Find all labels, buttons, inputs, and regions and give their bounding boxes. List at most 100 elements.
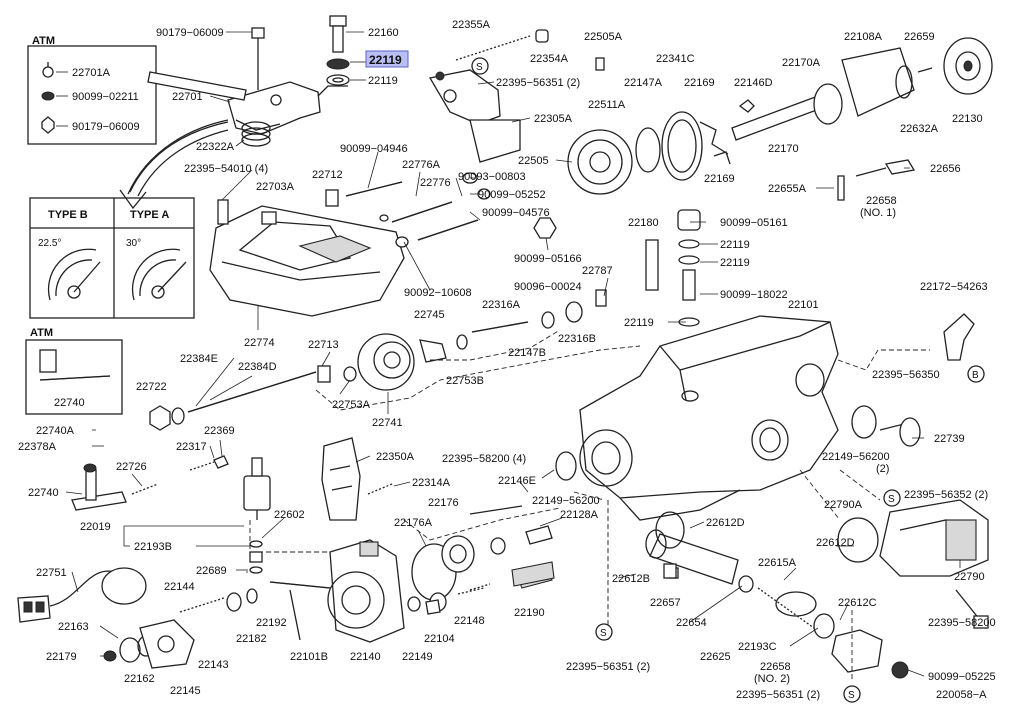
part-label[interactable]: 22713 [308,339,339,351]
part-label[interactable]: 90099−05252 [478,189,546,201]
part-label[interactable]: 22774 [244,337,275,349]
part-label[interactable]: 22369 [204,425,235,437]
part-label[interactable]: 22658 [760,661,791,673]
part-label[interactable]: 22341C [656,53,695,65]
part-label[interactable]: 22149−56200 [822,451,890,463]
part-label[interactable]: 22751 [36,567,67,579]
part-label[interactable]: 22632A [900,123,939,135]
part-label[interactable]: 90096−00024 [514,281,582,293]
part-label[interactable]: 22776A [402,159,441,171]
part-label[interactable]: 22160 [368,27,399,39]
part-label[interactable]: 22790 [954,571,985,583]
part-label[interactable]: 22322A [196,141,235,153]
part-label-highlighted[interactable]: 22119 [369,53,402,67]
part-label[interactable]: 22378A [18,441,57,453]
part-label[interactable]: 22163 [58,621,89,633]
part-label[interactable]: 22654 [676,617,707,629]
part-label[interactable]: 22169 [684,77,715,89]
part-label[interactable]: 22316A [482,299,521,311]
part-label[interactable]: 22176 [428,497,459,509]
part-label[interactable]: 22147A [624,77,663,89]
part-label[interactable]: 22179 [46,651,77,663]
part-label[interactable]: 22148 [454,615,485,627]
part-label[interactable]: 22190 [514,607,545,619]
part-label[interactable]: 22615A [758,557,797,569]
part-label[interactable]: 22722 [136,381,167,393]
part-label[interactable]: 22740 [28,487,59,499]
part-label[interactable]: 22511A [588,99,626,111]
part-label[interactable]: 22659 [904,31,935,43]
part-label[interactable]: 22753A [332,399,371,411]
part-label[interactable]: 22701 [172,91,203,103]
part-label[interactable]: 22384D [238,361,277,373]
part-label[interactable]: 22395−54010 (4) [184,163,268,175]
part-label[interactable]: 22612B [612,573,650,585]
part-label[interactable]: 90092−10608 [404,287,472,299]
part-label[interactable]: 22192 [256,617,287,629]
part-label[interactable]: 22146E [498,475,536,487]
part-label[interactable]: 22655A [768,183,807,195]
part-label[interactable]: 22355A [452,19,491,31]
part-label[interactable]: 22170 [768,143,799,155]
part-label[interactable]: 22395−58200 (4) [442,453,526,465]
part-label[interactable]: 22119 [624,317,654,329]
part-label[interactable]: 22146D [734,77,773,89]
part-label[interactable]: 22354A [530,53,569,65]
part-label[interactable]: 90179−06009 [72,121,140,133]
part-label[interactable]: (NO. 2) [754,673,790,685]
part-label[interactable]: 22350A [376,451,415,463]
part-label[interactable]: 22602 [274,509,305,521]
part-label[interactable]: 22395−56351 (2) [566,661,650,673]
part-label[interactable]: 22172−54263 [920,281,988,293]
part-label[interactable]: 22395−56350 [872,369,940,381]
part-label[interactable]: 22739 [934,433,965,445]
part-label[interactable]: (NO. 1) [860,207,896,219]
part-label[interactable]: 22108A [844,31,883,43]
part-label[interactable]: 90099−02211 [72,91,139,103]
part-label[interactable]: 90099−18022 [720,289,788,301]
part-label[interactable]: 22712 [312,169,343,181]
part-label[interactable]: 22701A [72,67,111,79]
part-label[interactable]: 22130 [952,113,983,125]
part-label[interactable]: 22395−58200 [928,617,996,629]
part-label[interactable]: 90099−05161 [720,217,788,229]
part-label[interactable]: 22753B [446,375,484,387]
part-label[interactable]: 22101 [788,299,819,311]
part-label[interactable]: 22180 [628,217,659,229]
part-label[interactable]: 22612C [838,597,877,609]
part-label[interactable]: 22395−56351 (2) [496,77,580,89]
part-label[interactable]: 22740A [36,425,75,437]
part-label[interactable]: 22145 [170,685,201,697]
part-label[interactable]: 22305A [534,113,573,125]
part-label[interactable]: 22176A [394,517,433,529]
part-label[interactable]: 22658 [866,195,897,207]
part-label[interactable]: 22745 [414,309,445,321]
part-label[interactable]: 22612D [816,537,855,549]
part-label[interactable]: 22147B [508,347,546,359]
part-label[interactable]: 22104 [424,633,455,645]
part-label[interactable]: 22657 [650,597,681,609]
part-label[interactable]: 22505 [518,155,549,167]
part-label[interactable]: 22169 [704,173,735,185]
part-label[interactable]: 22128A [560,509,599,521]
part-label[interactable]: 90099−04946 [340,143,408,155]
part-label[interactable]: 22316B [558,333,596,345]
part-label[interactable]: 22395−56351 (2) [736,689,820,701]
part-label[interactable]: 22162 [124,673,155,685]
part-label[interactable]: 22182 [236,633,267,645]
part-label[interactable]: 22143 [198,659,229,671]
part-label[interactable]: 90179−06009 [156,27,224,39]
part-label[interactable]: 22612D [706,517,745,529]
part-label[interactable]: 22149 [402,651,433,663]
part-label[interactable]: 22740 [54,397,85,409]
part-label[interactable]: 22726 [116,461,147,473]
part-label[interactable]: 22149−56200 [532,495,600,507]
part-label[interactable]: (2) [876,463,889,475]
part-label[interactable]: 22101B [290,651,328,663]
part-label[interactable]: 22019 [80,521,111,533]
part-label[interactable]: 22625 [700,651,731,663]
part-label[interactable]: 22119 [368,75,398,87]
part-label[interactable]: 22193B [134,541,172,553]
part-label[interactable]: 22741 [372,417,403,429]
part-label[interactable]: 22703A [256,181,295,193]
